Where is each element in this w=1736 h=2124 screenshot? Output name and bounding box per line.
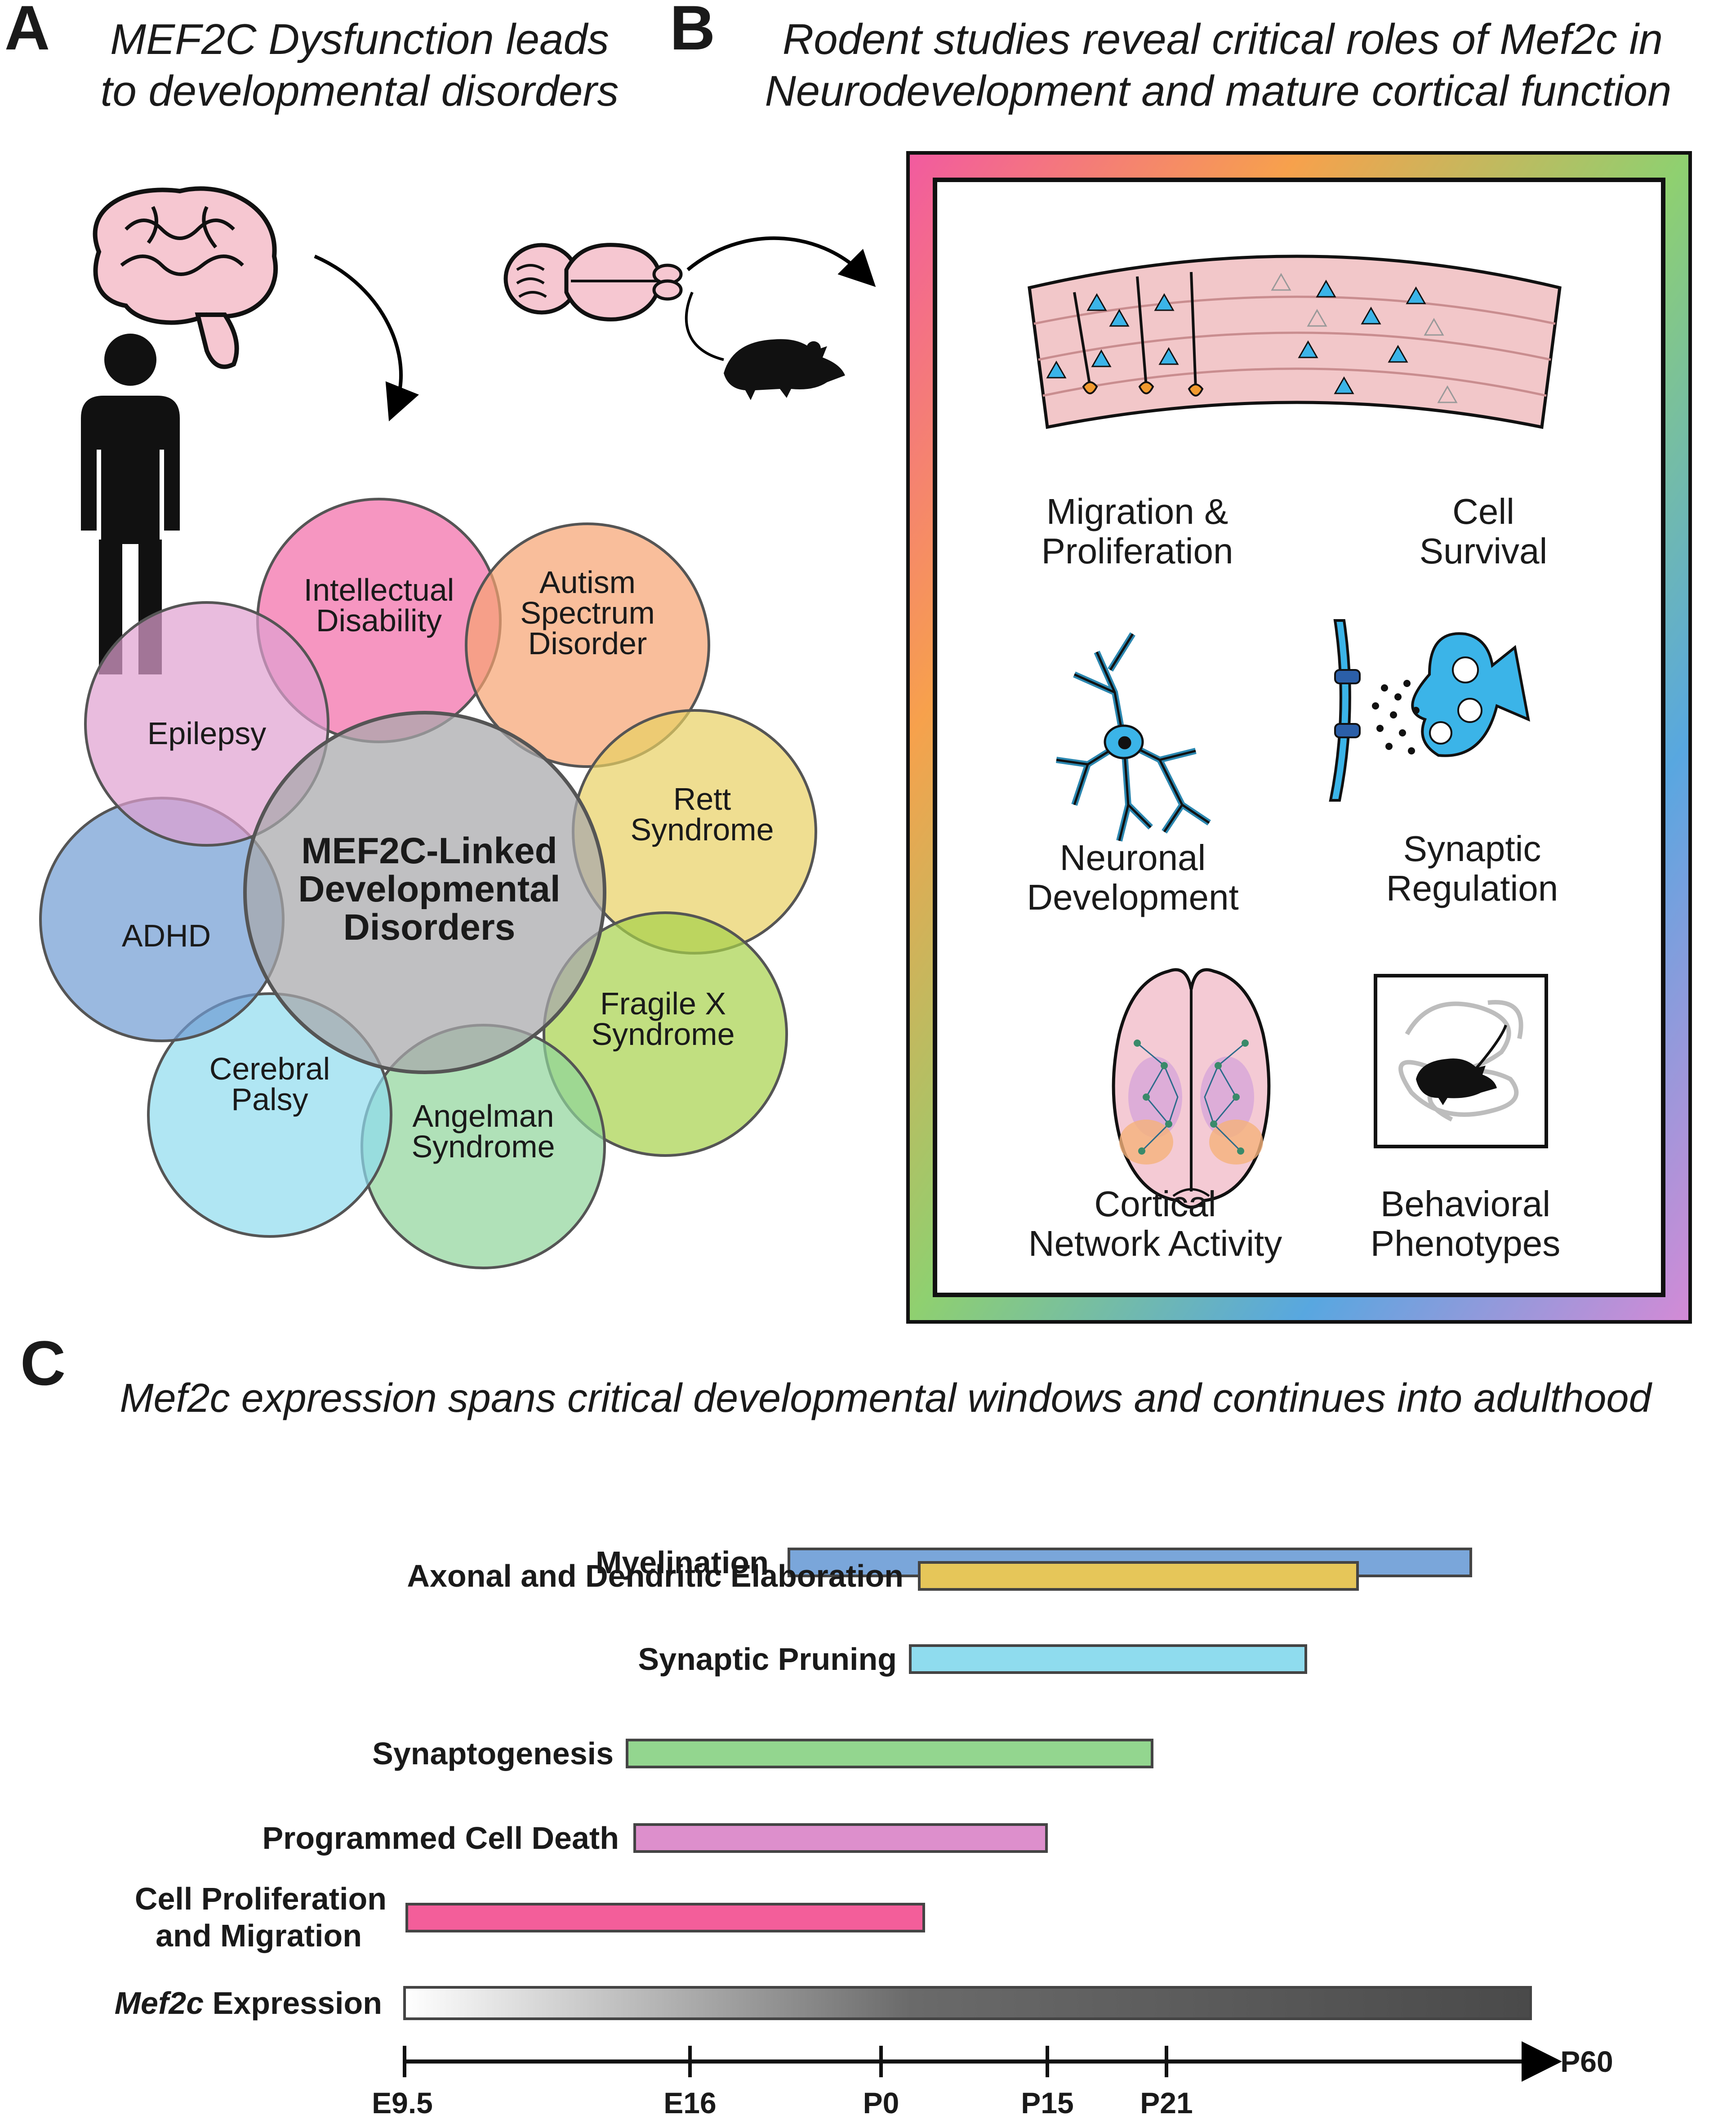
expression-label-rest: Expression	[204, 1986, 382, 2021]
disorder-label: Angelman	[412, 1098, 554, 1133]
arrow-icon	[314, 254, 419, 422]
panel-c: C Mef2c expression spans critical develo…	[20, 1328, 1652, 2120]
axis-tick-label: E9.5	[372, 2086, 433, 2120]
panel-b-title-line-1: Rodent studies reveal critical roles of …	[783, 15, 1663, 63]
timeline-bar	[918, 1561, 1359, 1591]
disorder-circle	[543, 911, 788, 1157]
panel-c-title: Mef2c expression spans critical developm…	[120, 1376, 1653, 1421]
panel-b-item-label: Synaptic	[1403, 829, 1541, 869]
panel-a: A MEF2C Dysfunction leads to development…	[4, 0, 817, 1269]
bar-label: and Migration	[156, 1918, 362, 1953]
panel-b-item-label: Behavioral	[1380, 1184, 1550, 1224]
panel-b-item-label: Survival	[1420, 531, 1548, 571]
panel-b-letter: B	[670, 0, 715, 63]
tail-icon	[685, 291, 724, 361]
human-brain-icon	[93, 186, 278, 369]
axis-tick-label: P21	[1140, 2086, 1193, 2120]
axis-tick-label: E16	[663, 2086, 716, 2120]
panel-b-item-label: Cell	[1452, 491, 1514, 531]
timeline-bar	[909, 1644, 1307, 1674]
center-circle	[243, 711, 606, 1074]
bar-label: Synaptic Pruning	[638, 1642, 897, 1677]
timeline-bar	[405, 1903, 925, 1932]
bar-label: Synaptogenesis	[372, 1736, 614, 1771]
cortical-network-icon	[1112, 968, 1271, 1209]
disorder-label: Disorder	[528, 626, 647, 661]
disorder-label: Spectrum	[520, 595, 655, 630]
behavior-arena-icon	[1374, 974, 1548, 1148]
venn-diagram: IntellectualDisabilityAutismSpectrumDiso…	[39, 498, 817, 1269]
timeline-bar	[633, 1823, 1048, 1853]
disorder-label: Syndrome	[591, 1017, 734, 1052]
axis-tick-label: P15	[1021, 2086, 1073, 2120]
panel-b-item-label: Migration &	[1046, 491, 1229, 531]
disorder-label: Cerebral	[209, 1051, 330, 1086]
panel-b-item-label: Network Activity	[1028, 1223, 1282, 1263]
expression-label: Mef2c Expression	[115, 1986, 382, 2021]
panel-b: B Rodent studies reveal critical roles o…	[503, 0, 1692, 1324]
disorder-label: Rett	[673, 781, 731, 817]
panel-a-letter: A	[4, 0, 50, 63]
bar-label: Myelination	[596, 1545, 769, 1580]
panel-a-title-line-1: MEF2C Dysfunction leads	[110, 15, 609, 63]
neuron-icon	[1056, 632, 1211, 842]
mouse-icon	[724, 339, 845, 400]
disorder-circle	[465, 522, 710, 768]
panel-b-item-label: Regulation	[1386, 868, 1558, 908]
disorder-label: Intellectual	[304, 572, 454, 607]
disorder-label: Syndrome	[630, 812, 774, 847]
panel-b-item-label: Phenotypes	[1371, 1223, 1561, 1263]
panel-c-letter: C	[20, 1328, 66, 1398]
panel-b-item-label: Development	[1027, 877, 1238, 917]
expression-label-italic: Mef2c	[115, 1986, 204, 2021]
disorder-circle	[84, 601, 329, 847]
disorder-circle	[147, 992, 392, 1238]
panel-b-item-label: Cortical	[1094, 1184, 1216, 1224]
center-label: Disorders	[343, 907, 516, 948]
panel-b-title-line-2: Neurodevelopment and mature cortical fun…	[765, 67, 1671, 115]
axis-end-label: P60	[1560, 2045, 1613, 2078]
disorder-label: ADHD	[122, 918, 211, 953]
timeline-bar	[403, 1986, 1532, 2020]
person-icon	[81, 334, 180, 674]
disorder-label: Syndrome	[411, 1129, 555, 1164]
panel-b-item-label: Neuronal	[1060, 838, 1206, 878]
cortex-layers-icon	[1028, 254, 1562, 429]
panel-b-item-labels: Migration &Proliferation CellSurvivalNeur…	[1027, 491, 1560, 1263]
panel-a-title-line-2: to developmental disorders	[101, 67, 619, 115]
timeline-bar	[626, 1739, 1153, 1768]
disorder-label: Disability	[316, 603, 442, 638]
center-label: Developmental	[298, 869, 560, 910]
panel-b-item-label: Proliferation	[1042, 531, 1233, 571]
rodent-brain-icon	[503, 243, 683, 321]
disorder-label: Fragile X	[600, 986, 726, 1021]
bar-label: Cell Proliferation	[135, 1881, 387, 1916]
bar-label: Axonal and Dendritic Elaboration	[407, 1558, 904, 1593]
disorder-label: Autism	[539, 565, 636, 600]
disorder-label: Palsy	[231, 1082, 308, 1117]
axis-tick-label: P0	[863, 2086, 899, 2120]
center-label: MEF2C-Linked	[301, 830, 557, 871]
arrow-icon	[686, 236, 876, 287]
synapse-icon	[1329, 619, 1530, 802]
disorder-label: Epilepsy	[147, 716, 267, 751]
bar-label: Programmed Cell Death	[262, 1821, 619, 1856]
